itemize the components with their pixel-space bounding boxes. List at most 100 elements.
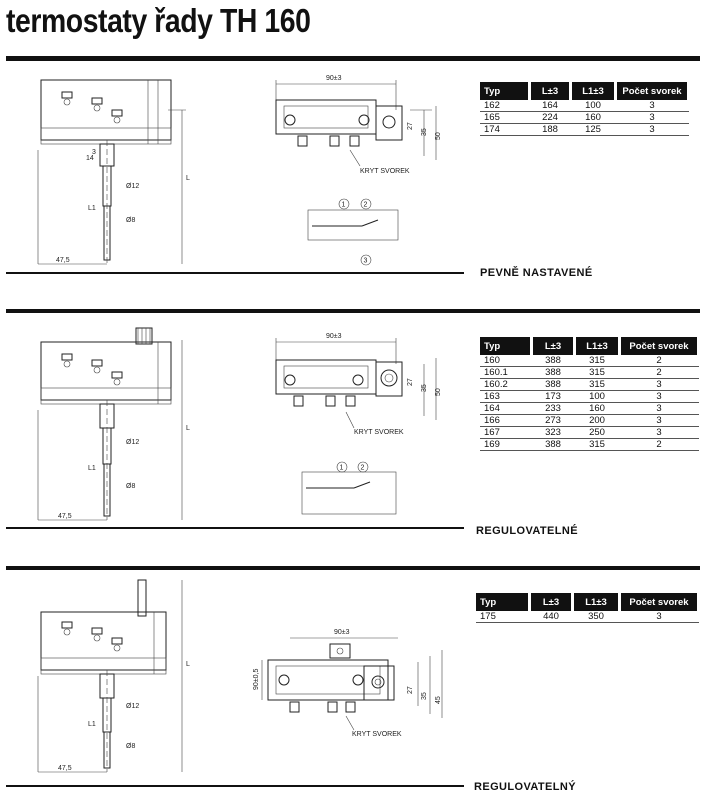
s3-d8-label: Ø8 xyxy=(126,743,135,750)
s1-3-label: 3 xyxy=(92,149,96,156)
s1-14-label: 14 xyxy=(86,155,94,162)
col-svorky: Počet svorek xyxy=(619,593,700,611)
s3-h27-label: 27 xyxy=(407,686,414,694)
cell-l1: 315 xyxy=(574,366,620,379)
section1-drawing-top-view: 90±3 27 35 50 KRYT SVOREK 1 2 3 xyxy=(275,75,442,266)
section3-drawing-side-view: 47,5 Ø12 Ø8 L L1 xyxy=(37,579,190,773)
cell-l1: 315 xyxy=(574,378,620,391)
s1-cover-label: KRYT SVOREK xyxy=(360,168,410,175)
cell-svorky: 3 xyxy=(619,390,699,403)
cell-svorky: 2 xyxy=(619,438,699,451)
cell-l: 388 xyxy=(531,378,575,391)
section3-drawing-top-view: 90±3 90±0,5 27 35 45 KRYT SVOREK xyxy=(253,629,443,738)
col-svorky: Počet svorek xyxy=(619,337,700,355)
s3-l1-label: L1 xyxy=(88,721,96,728)
section3-label: REGULOVATELNÝ xyxy=(474,781,576,793)
cell-svorky: 3 xyxy=(619,414,699,427)
s2-h50-label: 50 xyxy=(435,388,442,396)
s1-l1-label: L1 xyxy=(88,205,96,212)
s2-d8-label: Ø8 xyxy=(126,483,135,490)
section1-drawing-side-view: 47,5 Ø12 Ø8 L L1 14 3 xyxy=(37,79,190,265)
cell-typ: 164 xyxy=(480,402,532,415)
cell-typ: 162 xyxy=(480,100,530,112)
cell-l1: 315 xyxy=(574,355,620,367)
cell-l: 233 xyxy=(531,402,575,415)
s1-offset-label: 47,5 xyxy=(56,257,70,264)
cell-typ: 160.1 xyxy=(480,366,532,379)
s3-l-label: L xyxy=(186,661,190,668)
section2-rule xyxy=(6,527,464,529)
cell-l1: 315 xyxy=(574,438,620,451)
cell-l: 224 xyxy=(529,111,571,124)
cell-typ: 160.2 xyxy=(480,378,532,391)
cell-typ: 167 xyxy=(480,426,532,439)
cell-typ: 166 xyxy=(480,414,532,427)
page-title: termostaty řady TH 160 xyxy=(6,2,311,39)
cell-typ: 163 xyxy=(480,390,532,403)
section2-top-rule xyxy=(6,309,700,313)
s3-h45-label: 45 xyxy=(435,696,442,704)
cell-l1: 100 xyxy=(570,100,616,112)
cell-l1: 250 xyxy=(574,426,620,439)
col-l: L±3 xyxy=(531,337,576,355)
col-svorky: Počet svorek xyxy=(615,82,690,100)
cell-l1: 100 xyxy=(574,390,620,403)
s1-terminal-1: 1 xyxy=(342,202,346,209)
section1-rule xyxy=(6,272,464,274)
col-typ: Typ xyxy=(476,593,531,611)
cell-l: 164 xyxy=(529,100,571,112)
s1-d12-label: Ø12 xyxy=(126,183,139,190)
s2-d12-label: Ø12 xyxy=(126,439,139,446)
s3-offset-label: 47,5 xyxy=(58,765,72,772)
s3-d12-label: Ø12 xyxy=(126,703,139,710)
s3-h35-label: 35 xyxy=(421,692,428,700)
s2-terminal-2: 2 xyxy=(361,465,365,472)
s1-d8-label: Ø8 xyxy=(126,217,135,224)
col-typ: Typ xyxy=(480,82,531,100)
cell-svorky: 3 xyxy=(619,611,699,623)
s3-side-label: 90±0,5 xyxy=(253,669,260,690)
col-l1: L1±3 xyxy=(570,82,617,100)
s2-l-label: L xyxy=(186,425,190,432)
cell-svorky: 2 xyxy=(619,355,699,367)
section3-rule xyxy=(6,785,464,787)
col-l: L±3 xyxy=(529,593,574,611)
cell-l1: 350 xyxy=(572,611,620,623)
s1-h35-label: 35 xyxy=(421,128,428,136)
col-typ: Typ xyxy=(480,337,533,355)
s2-l1-label: L1 xyxy=(88,465,96,472)
section2-drawing-side-view: 47,5 Ø12 Ø8 L L1 xyxy=(37,327,190,521)
cell-l1: 125 xyxy=(570,123,616,136)
s2-width-label: 90±3 xyxy=(326,333,342,340)
col-l: L±3 xyxy=(529,82,572,100)
cell-svorky: 3 xyxy=(619,402,699,415)
section2-label: REGULOVATELNÉ xyxy=(476,525,578,537)
cell-svorky: 3 xyxy=(615,100,689,112)
s2-offset-label: 47,5 xyxy=(58,513,72,520)
s1-h27-label: 27 xyxy=(407,122,414,130)
cell-l: 388 xyxy=(531,438,575,451)
cell-l: 273 xyxy=(531,414,575,427)
cell-svorky: 3 xyxy=(619,426,699,439)
table-header-row: Typ L±3 L1±3 Počet svorek xyxy=(480,82,690,100)
cell-l: 188 xyxy=(529,123,571,136)
s1-l-label: L xyxy=(186,175,190,182)
cell-typ: 165 xyxy=(480,111,530,124)
s3-cover-label: KRYT SVOREK xyxy=(352,731,402,738)
cell-l: 388 xyxy=(531,355,575,367)
section1-label: PEVNĚ NASTAVENÉ xyxy=(480,267,593,279)
